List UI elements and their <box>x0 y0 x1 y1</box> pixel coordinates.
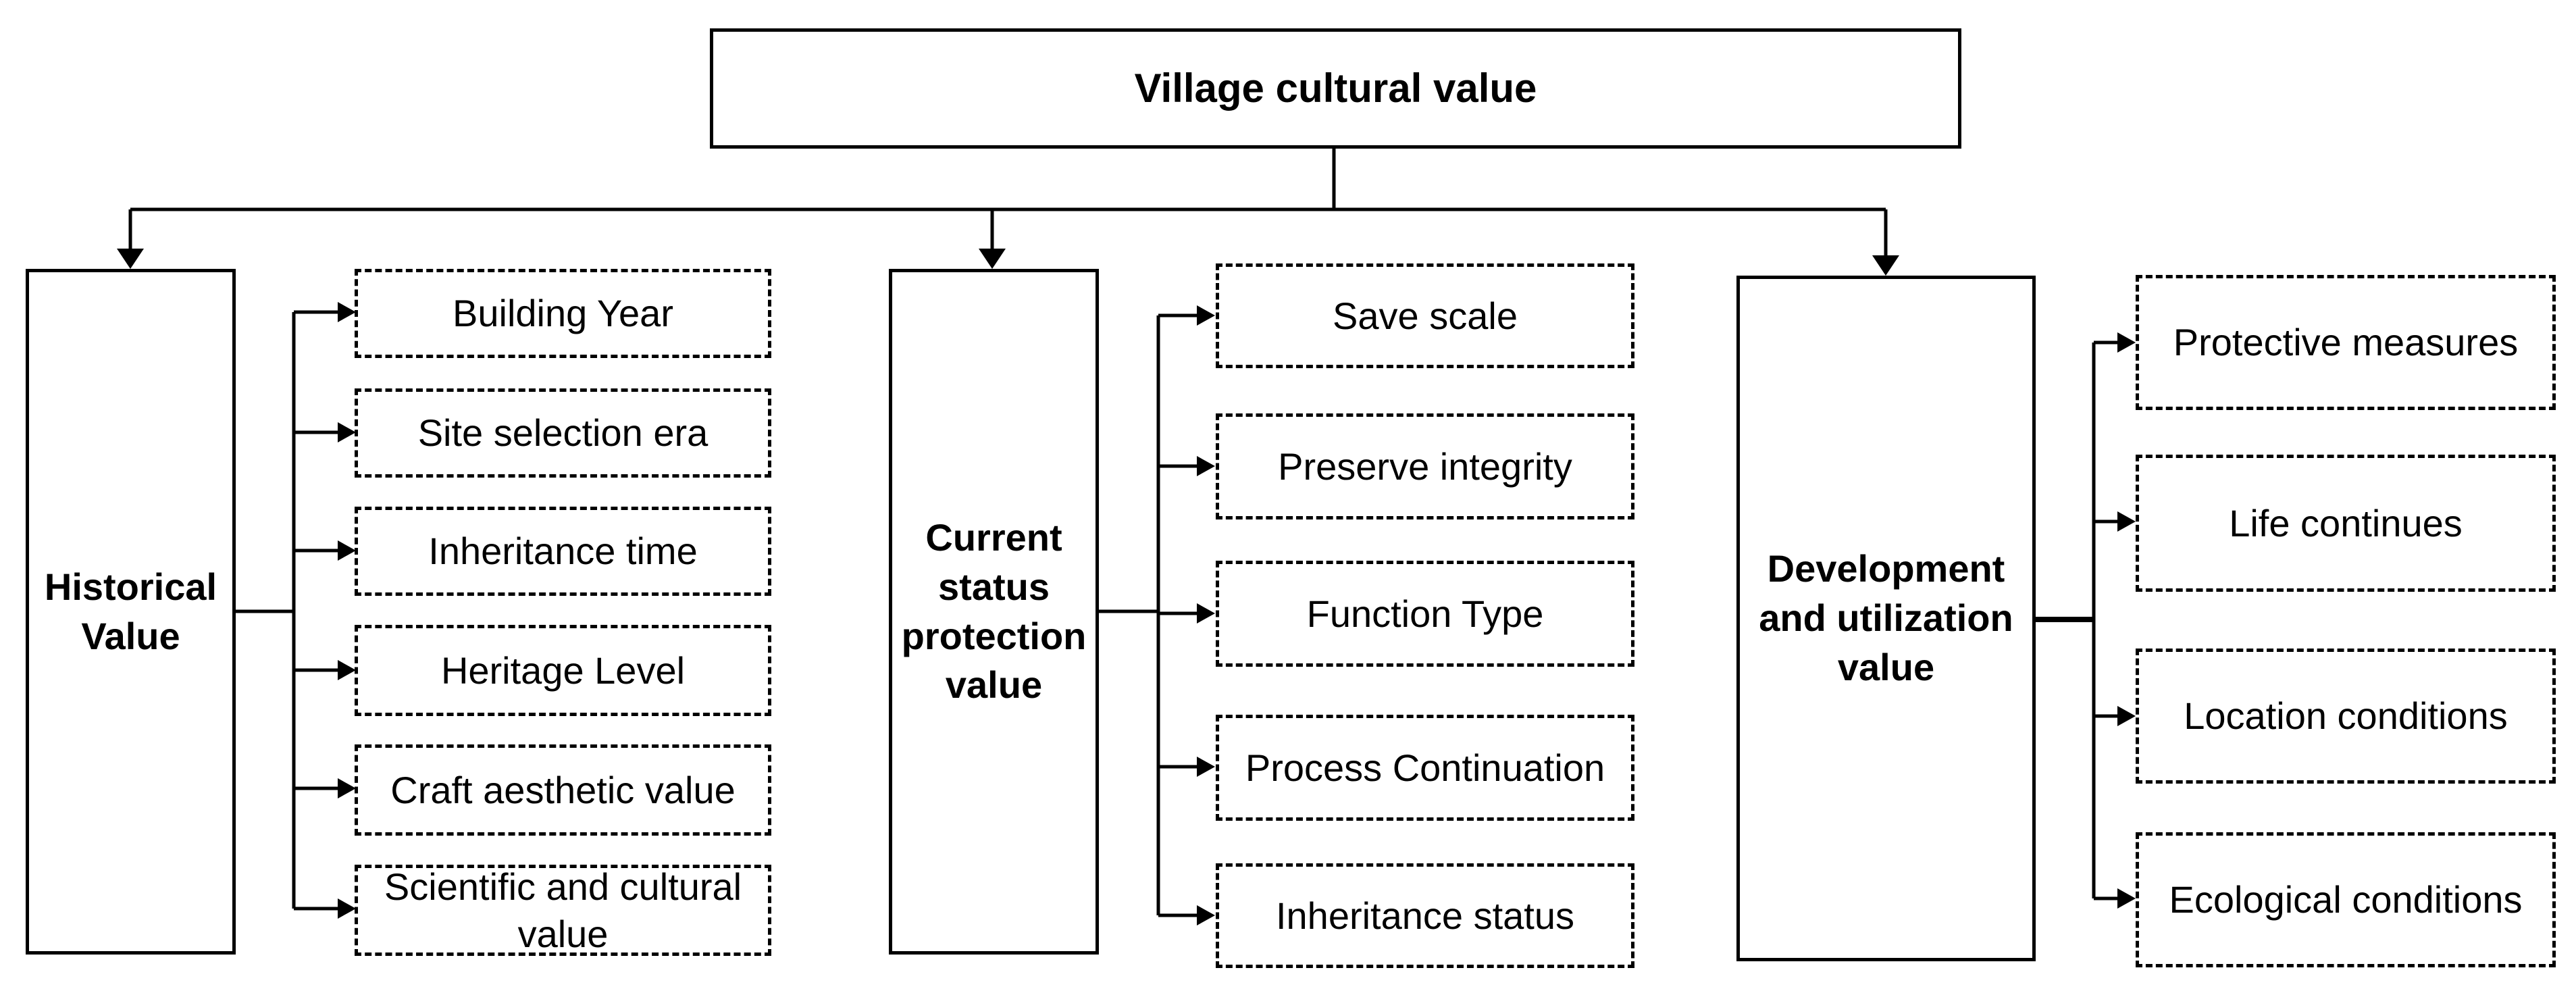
leaf-label: Location conditions <box>2184 694 2508 738</box>
category-current-status-protection-value: Current status protection value <box>889 269 1099 955</box>
leaf-location-conditions: Location conditions <box>2136 649 2556 784</box>
leaf-building-year: Building Year <box>355 269 771 358</box>
leaf-heritage-level: Heritage Level <box>355 625 771 716</box>
leaf-label: Function Type <box>1306 592 1544 635</box>
root-node: Village cultural value <box>710 28 1961 149</box>
leaf-label: Building Year <box>453 292 673 335</box>
leaf-label: Scientific and cultural value <box>384 865 742 955</box>
leaf-label: Craft aesthetic value <box>390 768 736 811</box>
leaf-label: Protective measures <box>2173 321 2519 364</box>
category-label: Development and utilization value <box>1759 547 2013 688</box>
leaf-inheritance-status: Inheritance status <box>1216 863 1634 968</box>
leaf-label: Inheritance status <box>1275 894 1575 937</box>
historical-branch-arrows <box>294 302 356 919</box>
leaf-site-selection-era: Site selection era <box>355 388 771 478</box>
category-development-utilization-value: Development and utilization value <box>1736 276 2036 961</box>
category-historical-value: Historical Value <box>26 269 236 955</box>
leaf-function-type: Function Type <box>1216 561 1634 667</box>
category-label: Historical Value <box>44 565 217 657</box>
development-branch-arrows <box>2094 332 2136 909</box>
leaf-scientific-cultural-value: Scientific and cultural value <box>355 865 771 956</box>
leaf-label: Heritage Level <box>440 649 686 692</box>
leaf-label: Save scale <box>1333 294 1518 337</box>
leaf-process-continuation: Process Continuation <box>1216 715 1634 821</box>
leaf-label: Inheritance time <box>428 530 698 573</box>
leaf-label: Site selection era <box>417 411 709 455</box>
arrowhead-development <box>1872 255 1899 276</box>
current-branch-arrows <box>1158 305 1215 925</box>
root-label: Village cultural value <box>1134 66 1537 111</box>
leaf-label: Preserve integrity <box>1278 444 1572 488</box>
leaf-life-continues: Life continues <box>2136 455 2556 592</box>
leaf-inheritance-time: Inheritance time <box>355 507 771 596</box>
leaf-label: Process Continuation <box>1245 746 1605 789</box>
leaf-ecological-conditions: Ecological conditions <box>2136 832 2556 967</box>
category-label: Current status protection value <box>901 515 1087 707</box>
leaf-save-scale: Save scale <box>1216 263 1634 368</box>
leaf-protective-measures: Protective measures <box>2136 275 2556 410</box>
arrowhead-historical <box>117 249 144 269</box>
leaf-preserve-integrity: Preserve integrity <box>1216 413 1634 519</box>
leaf-craft-aesthetic-value: Craft aesthetic value <box>355 744 771 836</box>
arrowhead-current <box>979 249 1006 269</box>
leaf-label: Life continues <box>2229 501 2463 544</box>
leaf-label: Ecological conditions <box>2169 878 2523 921</box>
